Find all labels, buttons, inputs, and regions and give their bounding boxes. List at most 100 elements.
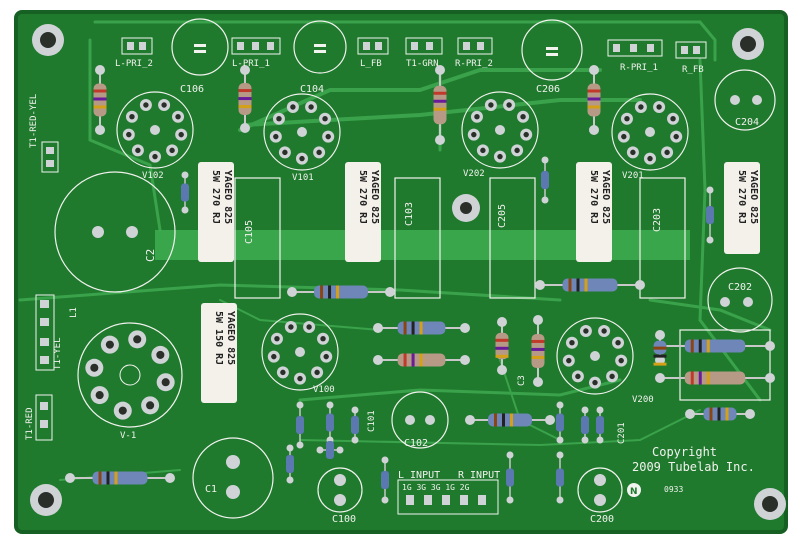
socket-v202	[461, 91, 539, 169]
power-resistor-r3: 5W 270 RJ YAGEO 825	[576, 162, 612, 262]
hdr-t1-red	[35, 394, 53, 441]
small-resistor	[506, 451, 514, 504]
socket-v200	[556, 317, 634, 395]
resistor	[535, 278, 645, 292]
label-input-pins: 1G 3G 3G 1G 2G	[402, 483, 470, 492]
label-c100: C100	[332, 514, 356, 525]
cap-c106-outline	[171, 18, 229, 76]
label-c204: C204	[735, 117, 759, 128]
resistor	[238, 65, 252, 133]
small-resistor	[596, 406, 604, 444]
label-l-fb: L_FB	[360, 59, 382, 69]
cap-c205-outline	[489, 177, 536, 299]
small-resistor	[581, 406, 589, 444]
small-resistor	[351, 406, 359, 444]
hdr-t1-grn	[405, 37, 443, 55]
label-c2: C2	[144, 249, 157, 262]
label-v201: V201	[622, 171, 644, 181]
hdr-l-pri-1	[231, 37, 281, 55]
label-copyright-year: 2009 Tubelab Inc.	[632, 460, 755, 474]
hdr-t1-yel	[35, 294, 55, 371]
cap-c1-outline	[192, 437, 274, 519]
label-c200: C200	[590, 514, 614, 525]
power-resistor-r5-line1: 5W 150 RJ	[213, 311, 224, 365]
label-t1-red: T1-RED	[25, 407, 35, 440]
socket-v100	[261, 313, 339, 391]
cap-c105-outline	[234, 177, 281, 299]
resistor	[655, 371, 775, 385]
cap-c202-outline	[707, 267, 773, 333]
power-resistor-r4: 5W 270 RJ YAGEO 825	[724, 162, 760, 254]
label-v200: V200	[632, 395, 654, 405]
label-c102: C102	[404, 438, 428, 449]
cap-c203-outline	[639, 177, 686, 299]
power-resistor-r3-line2: YAGEO 825	[600, 170, 611, 224]
silkscreen-labels: L-PRI_2 L-PRI_1 L_FB T1-GRN R-PRI_2 R-PR…	[25, 59, 759, 525]
label-c203: C203	[652, 208, 663, 232]
socket-v1	[77, 322, 183, 428]
label-t1-grn: T1-GRN	[406, 59, 439, 69]
small-resistor	[556, 401, 564, 444]
label-c103: C103	[404, 202, 415, 226]
capacitor-outlines	[54, 18, 776, 519]
resistor	[465, 413, 555, 427]
small-resistor	[541, 156, 549, 204]
cap-c204-outline	[714, 69, 776, 131]
cap-c103-outline	[394, 177, 441, 299]
label-input-r: R INPUT	[458, 470, 500, 481]
hdr-r-fb	[675, 41, 707, 59]
hdr-input	[397, 479, 499, 515]
label-r-pri-2: R-PRI_2	[455, 59, 493, 69]
resistor	[65, 471, 175, 485]
mounting-holes	[30, 24, 786, 520]
capacitor-pads	[92, 44, 762, 506]
power-resistor-r2: 5W 270 RJ YAGEO 825	[345, 162, 381, 262]
label-date-code: 0933	[664, 485, 683, 494]
label-v202: V202	[463, 169, 485, 179]
output-block-outline	[679, 329, 771, 401]
resistor	[531, 315, 545, 387]
cap-c104-outline	[293, 20, 347, 74]
power-resistor-r5-line2: YAGEO 825	[225, 311, 236, 365]
resistor	[373, 321, 470, 335]
resistor	[685, 407, 755, 421]
resistor	[653, 330, 667, 366]
small-resistor	[316, 441, 344, 459]
label-c201: C201	[617, 422, 627, 444]
socket-v201	[611, 93, 689, 171]
label-r-pri-1: R-PRI_1	[620, 63, 658, 73]
ul-logo: N	[627, 483, 641, 497]
cap-c206-outline	[521, 19, 583, 81]
resistor	[655, 339, 775, 353]
label-c206: C206	[536, 84, 560, 95]
small-resistor	[706, 186, 714, 244]
resistor	[373, 353, 470, 367]
hdr-t1-red-yel	[41, 141, 59, 173]
board-edge-shade	[14, 10, 788, 534]
label-copyright: Copyright	[652, 445, 717, 459]
label-l-pri-2: L-PRI_2	[115, 59, 153, 69]
label-c104: C104	[300, 84, 324, 95]
tube-sockets	[77, 91, 689, 428]
cap-c200-outline	[577, 467, 623, 513]
power-resistor-r1: 5W 270 RJ YAGEO 825	[198, 162, 234, 262]
hdr-r-pri-1	[607, 39, 663, 57]
label-v102: V102	[142, 171, 164, 181]
label-r-fb: R_FB	[682, 65, 704, 75]
label-t1-yel: T1-YEL	[53, 337, 63, 370]
cap-c2-outline	[54, 171, 176, 293]
label-c205: C205	[497, 204, 508, 228]
cap-c102-outline	[391, 391, 449, 449]
resistors	[65, 65, 775, 504]
label-c105: C105	[244, 220, 255, 244]
power-resistor-r4-line1: 5W 270 RJ	[736, 170, 747, 224]
label-l1: L1	[69, 307, 79, 318]
small-resistor	[381, 456, 389, 504]
power-resistor-r3-line1: 5W 270 RJ	[588, 170, 599, 224]
label-v101: V101	[292, 173, 314, 183]
power-resistor-r5: 5W 150 RJ YAGEO 825	[201, 303, 237, 403]
label-c106: C106	[180, 84, 204, 95]
power-resistor-r4-line2: YAGEO 825	[748, 170, 759, 224]
hdr-l-pri-2	[121, 37, 153, 55]
label-c101: C101	[367, 410, 377, 432]
